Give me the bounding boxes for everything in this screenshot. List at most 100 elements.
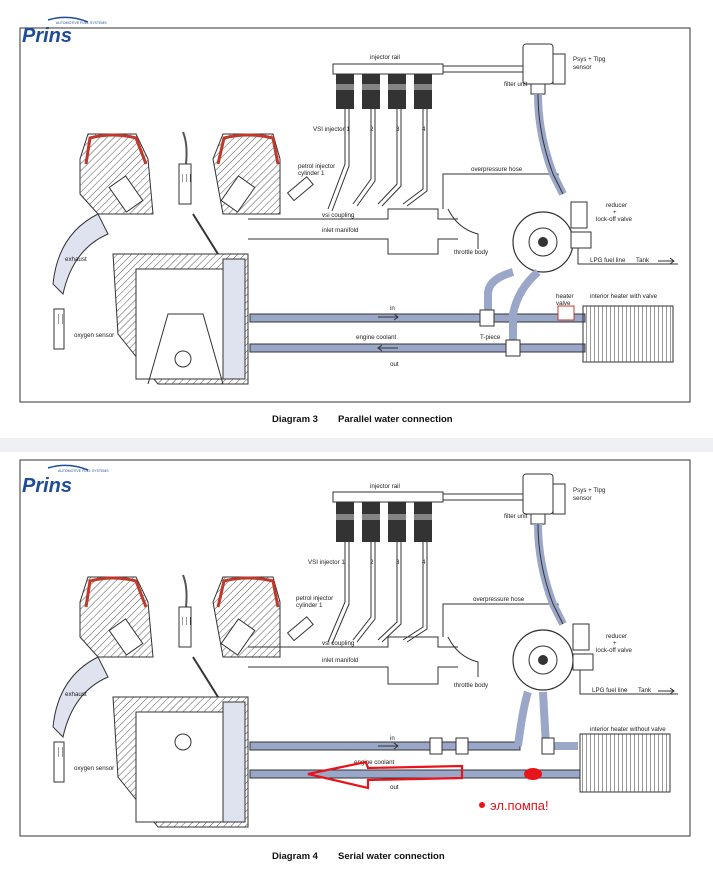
inlet-manifold [248, 636, 458, 685]
reducer [512, 211, 574, 273]
label-plus: + [613, 209, 617, 216]
diagram-3-panel: Prins AUTOMOTIVE FUEL SYSTEMS exhaust ox… [18, 14, 694, 434]
inlet-manifold [248, 208, 458, 255]
spark-plug [178, 131, 192, 205]
lpg-fuel-line [579, 670, 678, 695]
label-reducer: reducer [606, 202, 627, 209]
label-in: in [390, 305, 395, 312]
psys-sensor [552, 483, 566, 515]
lpg-fuel-line [577, 248, 678, 265]
label-sensor: sensor [573, 495, 592, 502]
label-filter-unit: filter unit [504, 513, 528, 520]
label-lpg-fuel-line: LPG fuel line [592, 687, 628, 694]
overpressure-hose [442, 173, 559, 209]
exhaust-pipe [52, 656, 109, 783]
label-n2: 2 [370, 126, 374, 133]
label-inlet-manifold: inlet manifold [322, 227, 359, 234]
label-valve: valve [556, 300, 571, 307]
label-n4: 4 [422, 559, 426, 566]
label-in: in [390, 735, 395, 742]
label-n3: 3 [396, 126, 400, 133]
svg-text:AUTOMOTIVE FUEL SYSTEMS: AUTOMOTIVE FUEL SYSTEMS [56, 21, 107, 25]
diagram-frame [19, 459, 691, 837]
tank-arrow [658, 257, 675, 265]
caption-text: Serial water connection [338, 851, 445, 862]
interior-heater [579, 733, 671, 793]
injector-rail [332, 491, 524, 542]
label-vsi-coupling: vsi coupling [322, 640, 355, 647]
label-filter-unit: filter unit [504, 81, 528, 88]
label-tank: Tank [638, 687, 652, 694]
red-flow-arrow [307, 760, 542, 790]
label-vsi-injector: VSI injector 1 [308, 559, 345, 566]
label-psys: Psys + Tlpg [573, 487, 606, 494]
label-throttle-body: throttle body [454, 249, 489, 256]
throttle-body [447, 208, 479, 249]
tank-arrow [658, 687, 675, 695]
label-n4: 4 [422, 126, 426, 133]
label-petrol-injector: petrol injector [298, 163, 335, 170]
pump-annotation [479, 802, 485, 808]
in-arrow [378, 742, 399, 750]
injector-rail [332, 63, 524, 109]
label-cylinder1: cylinder 1 [298, 170, 325, 177]
caption-text: Parallel water connection [338, 414, 453, 425]
out-arrow [377, 344, 398, 352]
prins-logo: Prins AUTOMOTIVE FUEL SYSTEMS [22, 464, 109, 497]
label-sensor: sensor [573, 64, 592, 71]
exhaust-pipe [52, 213, 109, 350]
reducer [512, 629, 574, 691]
in-arrow [378, 313, 399, 321]
label-exhaust: exhaust [65, 691, 87, 698]
engine-head-right [212, 133, 281, 215]
label-out: out [390, 361, 399, 368]
label-interior-heater: interior heater with valve [590, 293, 658, 300]
heater-valve [557, 305, 575, 321]
label-n2: 2 [370, 559, 374, 566]
label-overpressure-hose: overpressure hose [473, 596, 525, 603]
coolant-hoses [249, 690, 581, 779]
label-vsi-coupling: vsi coupling [322, 212, 355, 219]
engine-head-left [79, 133, 154, 215]
injector-hoses [327, 542, 428, 645]
diagram-4-panel: Prins AUTOMOTIVE FUEL SYSTEMS exhaust ox… [18, 452, 694, 867]
interior-heater [582, 305, 674, 363]
petrol-injector [286, 616, 314, 642]
caption-number: Diagram 4 [272, 851, 319, 862]
annotation-text: эл.помпа! [490, 798, 549, 813]
diagram-4-svg: Prins AUTOMOTIVE FUEL SYSTEMS exhaust ox… [19, 459, 691, 862]
coolant-hoses [249, 268, 586, 357]
label-heater: heater [556, 293, 574, 300]
diagram-frame [19, 27, 691, 403]
label-lockoff: lock-off valve [596, 216, 633, 223]
svg-text:Prins: Prins [22, 25, 72, 47]
spark-plug [178, 574, 192, 648]
cylinder-block [112, 253, 249, 385]
engine-head-left [79, 576, 154, 658]
svg-text:Prins: Prins [22, 475, 72, 497]
label-interior-heater: interior heater without valve [590, 726, 666, 733]
label-inlet-manifold: inlet manifold [322, 657, 359, 664]
label-n3: 3 [396, 559, 400, 566]
label-tank: Tank [636, 257, 650, 264]
label-injector-rail: injector rail [370, 54, 400, 61]
label-injector-rail: injector rail [370, 483, 400, 490]
label-vsi-injector: VSI injector 1 [313, 126, 350, 133]
label-lockoff: lock-off valve [596, 647, 633, 654]
injector-hoses [327, 109, 428, 212]
prins-logo: Prins AUTOMOTIVE FUEL SYSTEMS [22, 16, 107, 47]
label-lpg-fuel-line: LPG fuel line [590, 257, 626, 264]
throttle-body [447, 636, 479, 677]
label-plus: + [613, 640, 617, 647]
petrol-injector [286, 176, 314, 202]
svg-text:AUTOMOTIVE FUEL SYSTEMS: AUTOMOTIVE FUEL SYSTEMS [58, 469, 109, 473]
cylinder-block [112, 696, 249, 828]
label-cylinder1: cylinder 1 [296, 602, 323, 609]
label-oxygen-sensor: oxygen sensor [74, 765, 114, 772]
label-throttle-body: throttle body [454, 682, 489, 689]
label-exhaust: exhaust [65, 256, 87, 263]
label-psys: Psys + Tlpg [573, 56, 606, 63]
label-tpiece: T-piece [480, 334, 501, 341]
engine-head-right [212, 576, 281, 658]
label-engine-coolant: engine coolant [354, 759, 395, 766]
